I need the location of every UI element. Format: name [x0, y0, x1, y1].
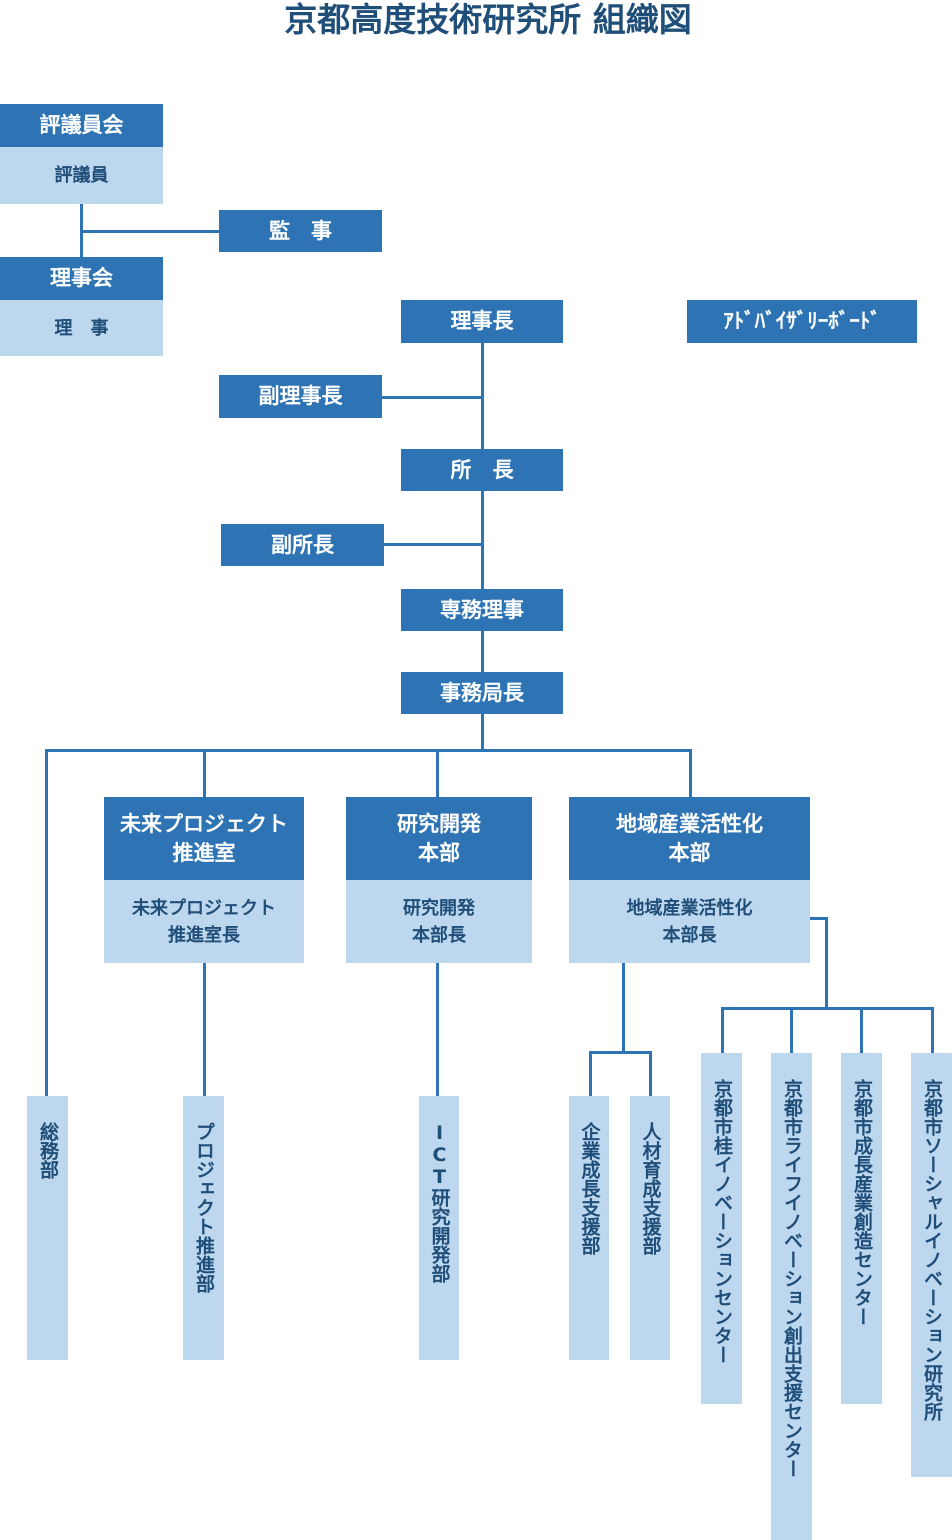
department-box: 総務部 — [27, 1096, 68, 1360]
connector — [481, 343, 484, 751]
division-body: 研究開発 本部長 — [346, 880, 532, 963]
page-title: 京都高度技術研究所 組織図 — [284, 0, 692, 39]
center-box: 京都市成長産業創造センター — [841, 1053, 882, 1404]
council-body: 評議員 — [0, 147, 163, 204]
department-box: プロジェクト推進部 — [183, 1096, 224, 1360]
connector — [203, 749, 206, 797]
center-box: 京都市ソーシャルイノベーション研究所 — [911, 1053, 952, 1477]
center-box: 京都市ライフイノベーション創出支援センター — [771, 1053, 812, 1540]
center-box: 京都市桂イノベーションセンター — [701, 1053, 742, 1404]
connector — [721, 1007, 934, 1010]
director-box: 所 長 — [401, 449, 563, 491]
council-header: 評議員会 — [0, 104, 163, 147]
chairman-box: 理事長 — [401, 300, 563, 343]
connector — [622, 963, 625, 1052]
division-body: 未来プロジェクト 推進室長 — [104, 880, 304, 963]
advisory-board-box: ｱﾄﾞﾊﾞｲｻﾞﾘｰﾎﾞｰﾄﾞ — [687, 300, 917, 343]
connector — [203, 963, 206, 1096]
board-body: 理 事 — [0, 300, 163, 356]
connector — [810, 917, 828, 920]
department-box: ICT研究開発部 — [419, 1096, 459, 1360]
board-header: 理事会 — [0, 257, 163, 300]
connector — [436, 963, 439, 1096]
department-box: 企業成長支援部 — [569, 1096, 609, 1360]
executive-director-box: 専務理事 — [401, 589, 563, 631]
connector — [825, 917, 828, 1009]
connector — [721, 1007, 724, 1053]
connector — [80, 230, 219, 233]
department-box: 人材育成支援部 — [630, 1096, 670, 1360]
connector — [689, 749, 692, 797]
connector — [931, 1007, 934, 1053]
division-header: 未来プロジェクト 推進室 — [104, 797, 304, 880]
connector — [589, 1051, 592, 1096]
auditor-box: 監 事 — [219, 210, 382, 252]
connector — [589, 1051, 652, 1054]
vice-chairman-box: 副理事長 — [219, 375, 382, 418]
connector — [436, 749, 439, 797]
vice-director-box: 副所長 — [221, 524, 384, 566]
division-body: 地域産業活性化 本部長 — [569, 880, 810, 963]
division-header: 研究開発 本部 — [346, 797, 532, 880]
connector — [860, 1007, 863, 1053]
connector — [45, 749, 48, 1096]
connector — [384, 543, 482, 546]
secretary-general-box: 事務局長 — [401, 672, 563, 714]
connector — [649, 1051, 652, 1096]
connector — [45, 749, 692, 752]
connector — [790, 1007, 793, 1053]
connector — [382, 396, 482, 399]
division-header: 地域産業活性化 本部 — [569, 797, 810, 880]
